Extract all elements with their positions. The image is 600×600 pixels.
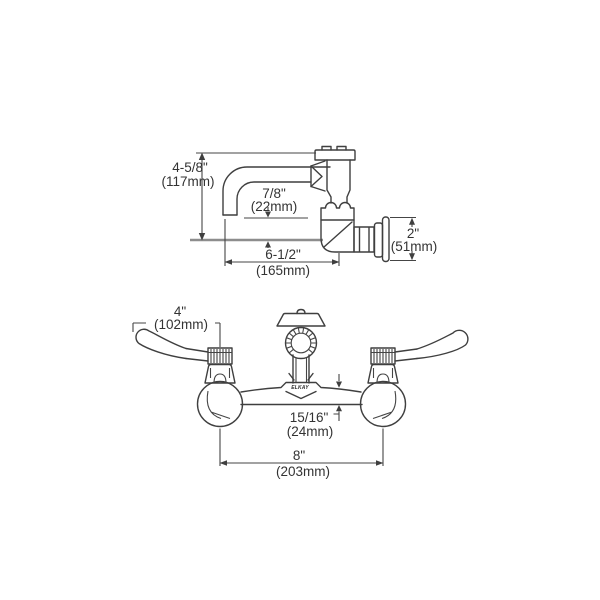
label-outlet-offset-mm: (22mm) (251, 199, 298, 214)
right-handle-hub (370, 347, 396, 365)
bonnet-screws (321, 145, 347, 151)
dim-handle-centers (219, 428, 384, 466)
right-handle-stem (394, 348, 418, 362)
right-valve-assembly (359, 329, 469, 428)
union-nut (353, 226, 375, 253)
dim-spout-height (198, 152, 206, 241)
label-spout-height-mm: (117mm) (161, 174, 214, 189)
brand-label: ELKAY (291, 385, 309, 391)
dim-flange-height (390, 216, 416, 262)
left-wing-handle[interactable] (135, 328, 187, 360)
label-spout-reach-in: 6-1/2" (265, 247, 301, 262)
dim-spout-reach (224, 219, 340, 266)
label-flange-height-mm: (51mm) (391, 239, 438, 254)
union-washer (373, 222, 384, 258)
dim-handle-length (132, 322, 221, 347)
label-spout-reach-mm: (165mm) (256, 263, 310, 278)
front-view: ELKAY (132, 304, 469, 479)
spout-tube (288, 354, 314, 384)
bonnet-cap (314, 149, 356, 161)
label-flange-height-in: 2" (407, 226, 420, 241)
left-handle-stem (185, 347, 209, 362)
packing-collar (320, 201, 355, 221)
front-cap (276, 312, 326, 327)
label-body-height-in: 15/16" (290, 410, 329, 425)
left-wall-flange (196, 380, 244, 428)
right-wing-handle[interactable] (416, 329, 469, 360)
valve-body (314, 145, 390, 263)
right-casting-curves (372, 390, 397, 420)
wall-flange-edge (381, 216, 390, 263)
spout (222, 160, 331, 216)
label-outlet-offset-in: 7/8" (262, 186, 286, 201)
left-handle-hub (207, 347, 233, 365)
dim-body-height (333, 374, 342, 421)
left-valve-assembly (135, 328, 244, 428)
label-handle-centers-mm: (203mm) (276, 464, 330, 479)
right-wall-flange (359, 380, 407, 428)
body-cylinder (326, 159, 351, 204)
elbow-body (320, 219, 355, 253)
left-casting-curves (206, 390, 231, 420)
label-spout-height-in: 4-5/8" (172, 160, 208, 175)
dim-outlet-offset (244, 207, 308, 248)
label-handle-centers-in: 8" (293, 448, 306, 463)
boss-edge (285, 390, 317, 400)
label-body-height-mm: (24mm) (287, 424, 334, 439)
label-handle-length-in: 4" (174, 304, 187, 319)
ring-knurl (285, 327, 317, 354)
side-view: 4-5/8" (117mm) 7/8" (22mm) 6-1/2" (165mm… (161, 145, 438, 278)
body-manifold: ELKAY (240, 381, 363, 406)
cap-screw (296, 308, 306, 315)
label-handle-length-mm: (102mm) (154, 317, 208, 332)
spout-ring (284, 326, 318, 360)
